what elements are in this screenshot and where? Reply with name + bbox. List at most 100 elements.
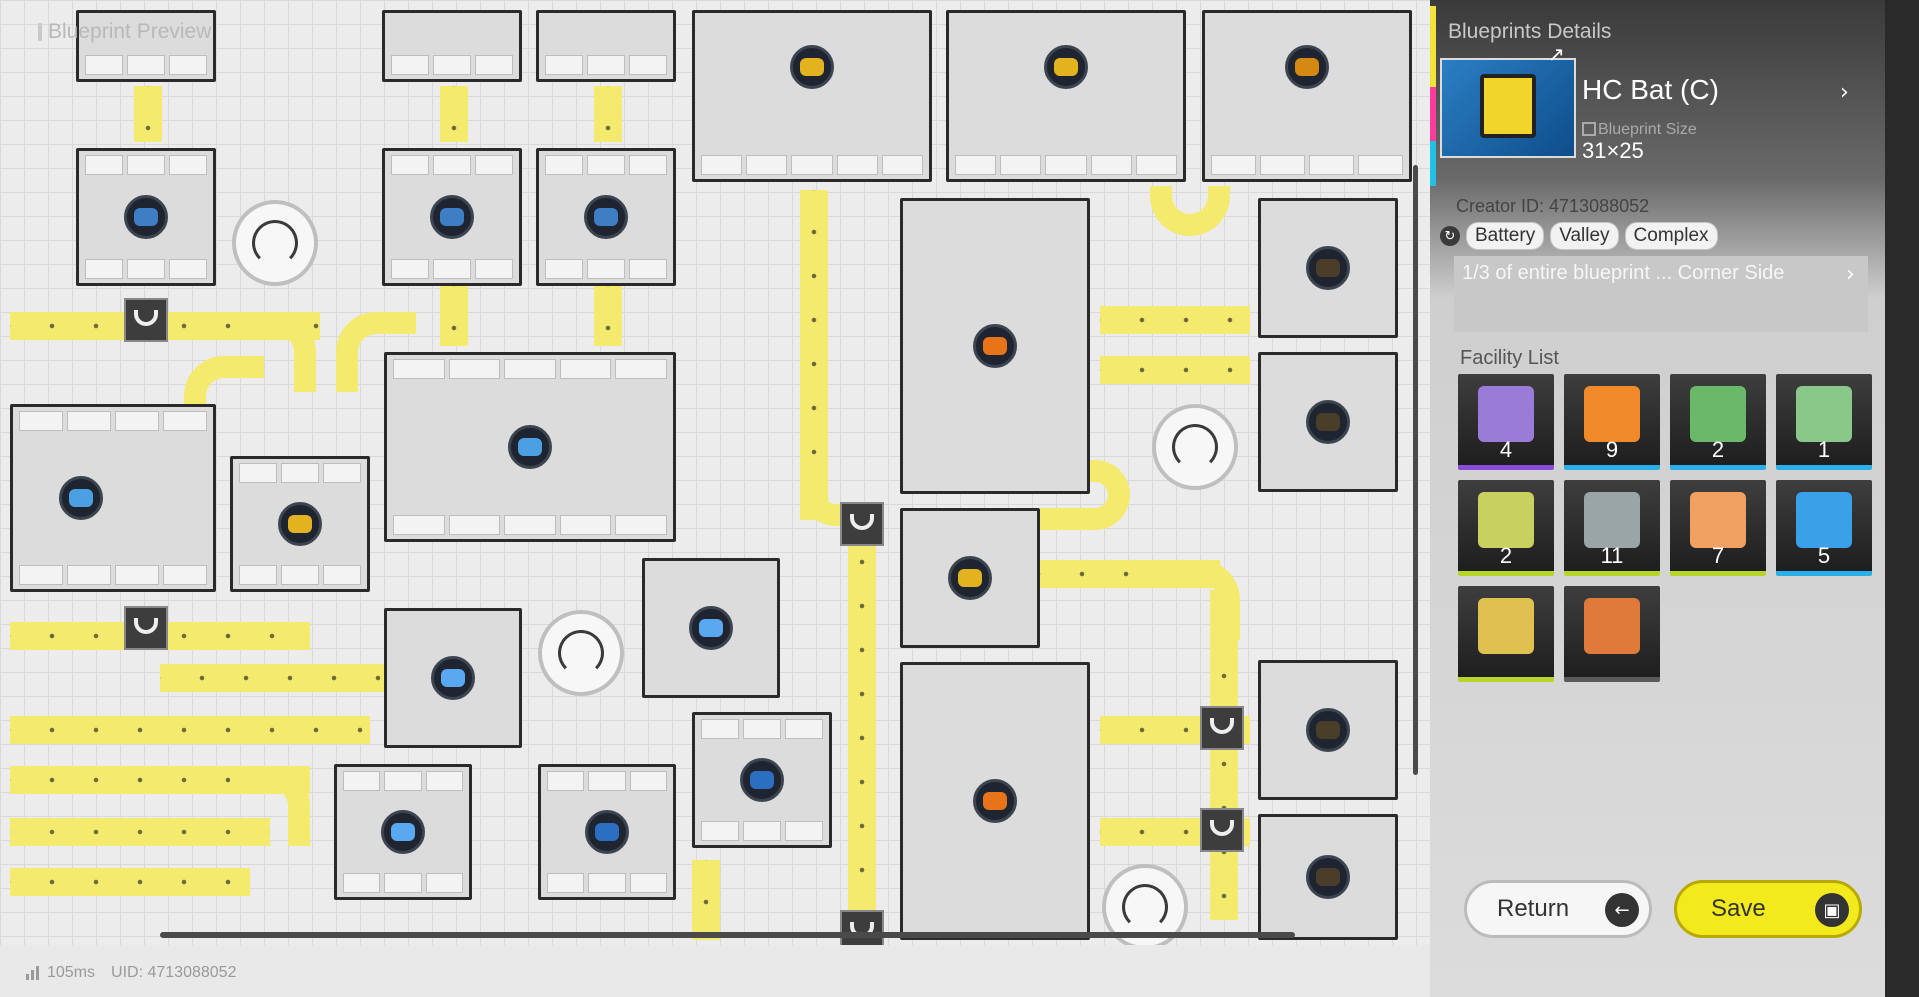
description-box[interactable]: 1/3 of entire blueprint ... Corner Side … xyxy=(1454,256,1868,332)
splitter-icon[interactable] xyxy=(124,606,168,650)
orange-crystal-icon xyxy=(973,779,1017,823)
relay-hub-icon[interactable] xyxy=(232,200,318,286)
relay-icon xyxy=(1690,492,1746,548)
facility-machine[interactable] xyxy=(10,404,216,592)
external-link-icon[interactable]: ↗ xyxy=(1548,42,1565,66)
floor-tile-icon xyxy=(1584,598,1640,654)
facility-machine[interactable] xyxy=(1258,352,1398,492)
tag: Valley xyxy=(1550,222,1619,250)
facility-machine[interactable] xyxy=(384,352,676,542)
horizontal-scrollbar[interactable] xyxy=(160,932,1295,938)
blueprint-name: HC Bat (C) xyxy=(1582,74,1719,105)
facility-list-title: Facility List xyxy=(1460,347,1559,369)
facility-tile[interactable]: 7 xyxy=(1670,480,1766,576)
relay-hub-icon[interactable] xyxy=(1102,864,1188,945)
facility-tile[interactable]: 11 xyxy=(1564,480,1660,576)
creator-id: Creator ID: 4713088052 xyxy=(1456,196,1650,216)
facility-tile[interactable]: 2 xyxy=(1458,480,1554,576)
splitter-icon[interactable] xyxy=(1200,808,1244,852)
facility-machine[interactable] xyxy=(900,508,1040,648)
facility-tile[interactable]: 9 xyxy=(1564,374,1660,470)
facility-machine[interactable] xyxy=(946,10,1186,182)
facility-machine[interactable] xyxy=(1258,814,1398,940)
ore-icon xyxy=(1044,45,1088,89)
facility-machine[interactable] xyxy=(1258,198,1398,338)
facility-machine[interactable] xyxy=(692,712,832,848)
conveyor-belt xyxy=(594,86,622,142)
facility-tile[interactable] xyxy=(1564,586,1660,682)
facility-machine[interactable] xyxy=(900,198,1090,494)
splitter-icon[interactable] xyxy=(1200,706,1244,750)
facility-tile[interactable] xyxy=(1458,586,1554,682)
vertical-scrollbar[interactable] xyxy=(1413,165,1418,775)
blueprint-thumbnail xyxy=(1440,58,1576,158)
splitter-icon[interactable] xyxy=(840,502,884,546)
preview-title: Blueprint Preview xyxy=(37,20,212,43)
cube-icon xyxy=(508,425,552,469)
facility-machine[interactable] xyxy=(76,148,216,286)
conveyor-belt xyxy=(134,86,162,142)
facility-machine[interactable] xyxy=(692,10,932,182)
drone-pad-icon xyxy=(1796,492,1852,548)
facility-machine[interactable] xyxy=(538,764,676,900)
splitter-icon[interactable] xyxy=(124,298,168,342)
star-crystal-icon xyxy=(431,656,475,700)
tag-list: ↻ Battery Valley Complex xyxy=(1440,222,1718,250)
facility-tile[interactable]: 5 xyxy=(1776,480,1872,576)
save-disk-icon: ▣ xyxy=(1815,893,1849,927)
conveyor-curve xyxy=(336,312,416,392)
dark-ore-icon xyxy=(1306,246,1350,290)
blueprint-details-panel: Blueprints Details ↗ HC Bat (C) › Bluepr… xyxy=(1430,0,1919,997)
conveyor-curve xyxy=(236,312,316,392)
ore-icon xyxy=(278,502,322,546)
facility-machine[interactable] xyxy=(1258,660,1398,800)
facility-machine[interactable] xyxy=(384,608,522,748)
ore-icon xyxy=(948,556,992,600)
facility-machine[interactable] xyxy=(1202,10,1412,182)
conveyor-belt xyxy=(1210,590,1238,920)
facility-count: 1 xyxy=(1817,437,1831,462)
facility-count: 11 xyxy=(1600,543,1624,568)
facility-machine[interactable] xyxy=(382,10,522,82)
conveyor-curve xyxy=(1040,460,1130,530)
star-crystal-icon xyxy=(381,810,425,854)
facility-tile[interactable]: 1 xyxy=(1776,374,1872,470)
conveyor-belt xyxy=(1100,306,1250,334)
relay-hub-icon[interactable] xyxy=(538,610,624,696)
status-bar: 105ms UID: 4713088052 xyxy=(26,964,236,982)
ore-icon xyxy=(790,45,834,89)
facility-machine[interactable] xyxy=(382,148,522,286)
facility-machine[interactable] xyxy=(536,10,676,82)
return-button[interactable]: Return ← xyxy=(1464,880,1652,938)
blueprint-canvas[interactable]: Blueprint Preview xyxy=(0,0,1430,945)
facility-machine[interactable] xyxy=(76,10,216,82)
ping-text: 105ms xyxy=(47,964,96,981)
facility-machine[interactable] xyxy=(642,558,780,698)
planter-icon xyxy=(1796,386,1852,442)
description-text: 1/3 of entire blueprint ... Corner Side xyxy=(1462,262,1785,284)
return-label: Return xyxy=(1497,895,1570,922)
mover-icon xyxy=(1690,386,1746,442)
conveyor-curve xyxy=(1160,560,1240,640)
chevron-right-icon[interactable]: › xyxy=(1840,80,1849,105)
facility-machine[interactable] xyxy=(536,148,676,286)
pylon-icon xyxy=(1584,492,1640,548)
splitter-icon[interactable] xyxy=(840,910,884,945)
fitting-icon xyxy=(1478,492,1534,548)
conveyor-belt xyxy=(692,860,720,940)
facility-machine[interactable] xyxy=(900,662,1090,940)
crystal-icon xyxy=(124,195,168,239)
dark-ore-icon xyxy=(1306,855,1350,899)
facility-tile[interactable]: 2 xyxy=(1670,374,1766,470)
save-button[interactable]: Save ▣ xyxy=(1674,880,1862,938)
facility-count: 9 xyxy=(1605,437,1619,462)
chevron-right-icon: › xyxy=(1846,262,1855,287)
conveyor-belt xyxy=(160,664,400,692)
facility-machine[interactable] xyxy=(230,456,370,592)
side-rail xyxy=(1885,0,1919,997)
facility-tile[interactable]: 4 xyxy=(1458,374,1554,470)
relay-hub-icon[interactable] xyxy=(1152,404,1238,490)
facility-count: 2 xyxy=(1499,543,1513,568)
facility-machine[interactable] xyxy=(334,764,472,900)
